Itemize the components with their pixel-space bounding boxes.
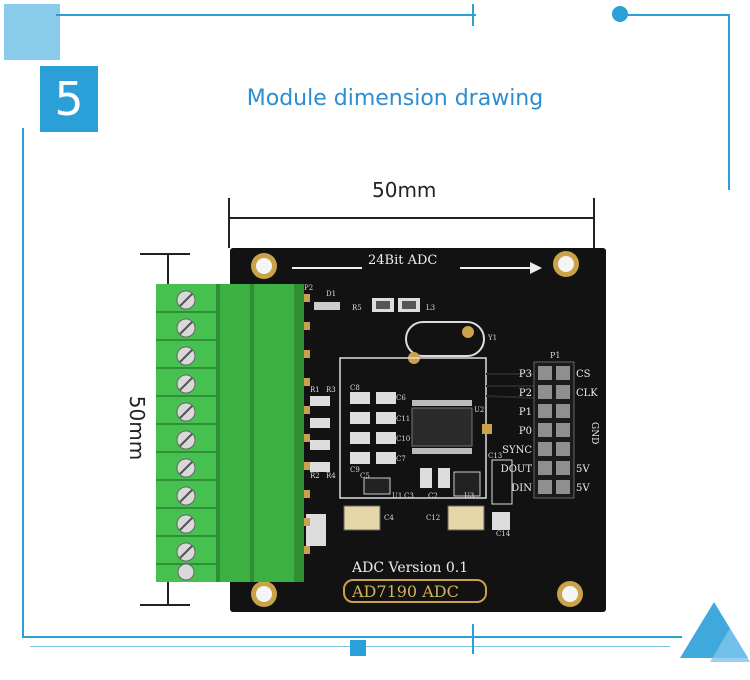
component-label: U3 [464,492,474,500]
pin-label: CLK [576,388,598,399]
page-title: Module dimension drawing [246,86,544,111]
component-label: R3 [326,386,336,394]
mounting-hole-icon [251,251,583,607]
component-label: C2 [428,492,438,500]
component-label: L3 [426,304,435,312]
component-label: R1 [310,386,320,394]
component-label: C9 [350,466,360,474]
component-label: C7 [396,455,406,463]
component-label: C10 [396,435,410,443]
pin-label: DIN [511,483,532,494]
component-label: C6 [396,394,406,402]
pin-label: DOUT [501,464,533,475]
component-label: C14 [496,530,511,538]
pin-label: P2 [519,388,532,399]
corner-triangle-icon [680,602,750,662]
component-label: U2 [474,406,484,414]
section-badge: 5 [4,4,98,132]
frame-top-right-line [620,14,730,16]
frame-right-line [728,14,730,190]
pin-label: P3 [519,369,532,380]
header-id: P1 [550,351,560,360]
frame-bottom-tick [472,624,474,654]
section-number: 5 [54,72,84,126]
pin-label: P0 [519,426,532,437]
frame-dot [612,6,628,22]
frame-left-line [22,128,24,638]
frame-square [350,640,366,656]
component-label: R5 [352,304,362,312]
component-label: C13 [488,452,502,460]
pin-label: 5V [576,464,590,475]
component-label: C8 [350,384,360,392]
component-label: D1 [326,290,336,298]
chip-text: AD7190 ADC [351,582,459,601]
board-name-text: 24Bit ADC [368,253,437,268]
pin-label: SYNC [502,445,532,456]
component-label: C5 [360,472,370,480]
adc-module-board: 24Bit ADC P1 [156,248,606,612]
pin-label: GND [589,422,599,444]
version-text: ADC Version 0.1 [351,560,468,576]
pin-label: 5V [576,483,590,494]
width-dimension-line [228,198,595,248]
frame-top-tick [472,4,474,26]
badge-back-square [4,4,60,60]
frame-bottom-line [22,636,682,638]
pin-label: P1 [519,407,532,418]
component-label: R2 [310,472,320,480]
width-dimension-label: 50mm [372,178,437,202]
component-label: Y1 [487,334,497,342]
screw-terminal-block [156,284,310,582]
component-label: C11 [396,415,410,423]
pin-label: CS [576,369,591,380]
component-label: C3 [404,492,414,500]
frame-top-line [56,14,476,16]
component-label: C4 [384,514,394,522]
component-label: R4 [326,472,336,480]
component-label: P2 [304,284,313,292]
component-label: C12 [426,514,440,522]
component-label: U1 [392,492,402,500]
badge-front-square [40,66,98,132]
